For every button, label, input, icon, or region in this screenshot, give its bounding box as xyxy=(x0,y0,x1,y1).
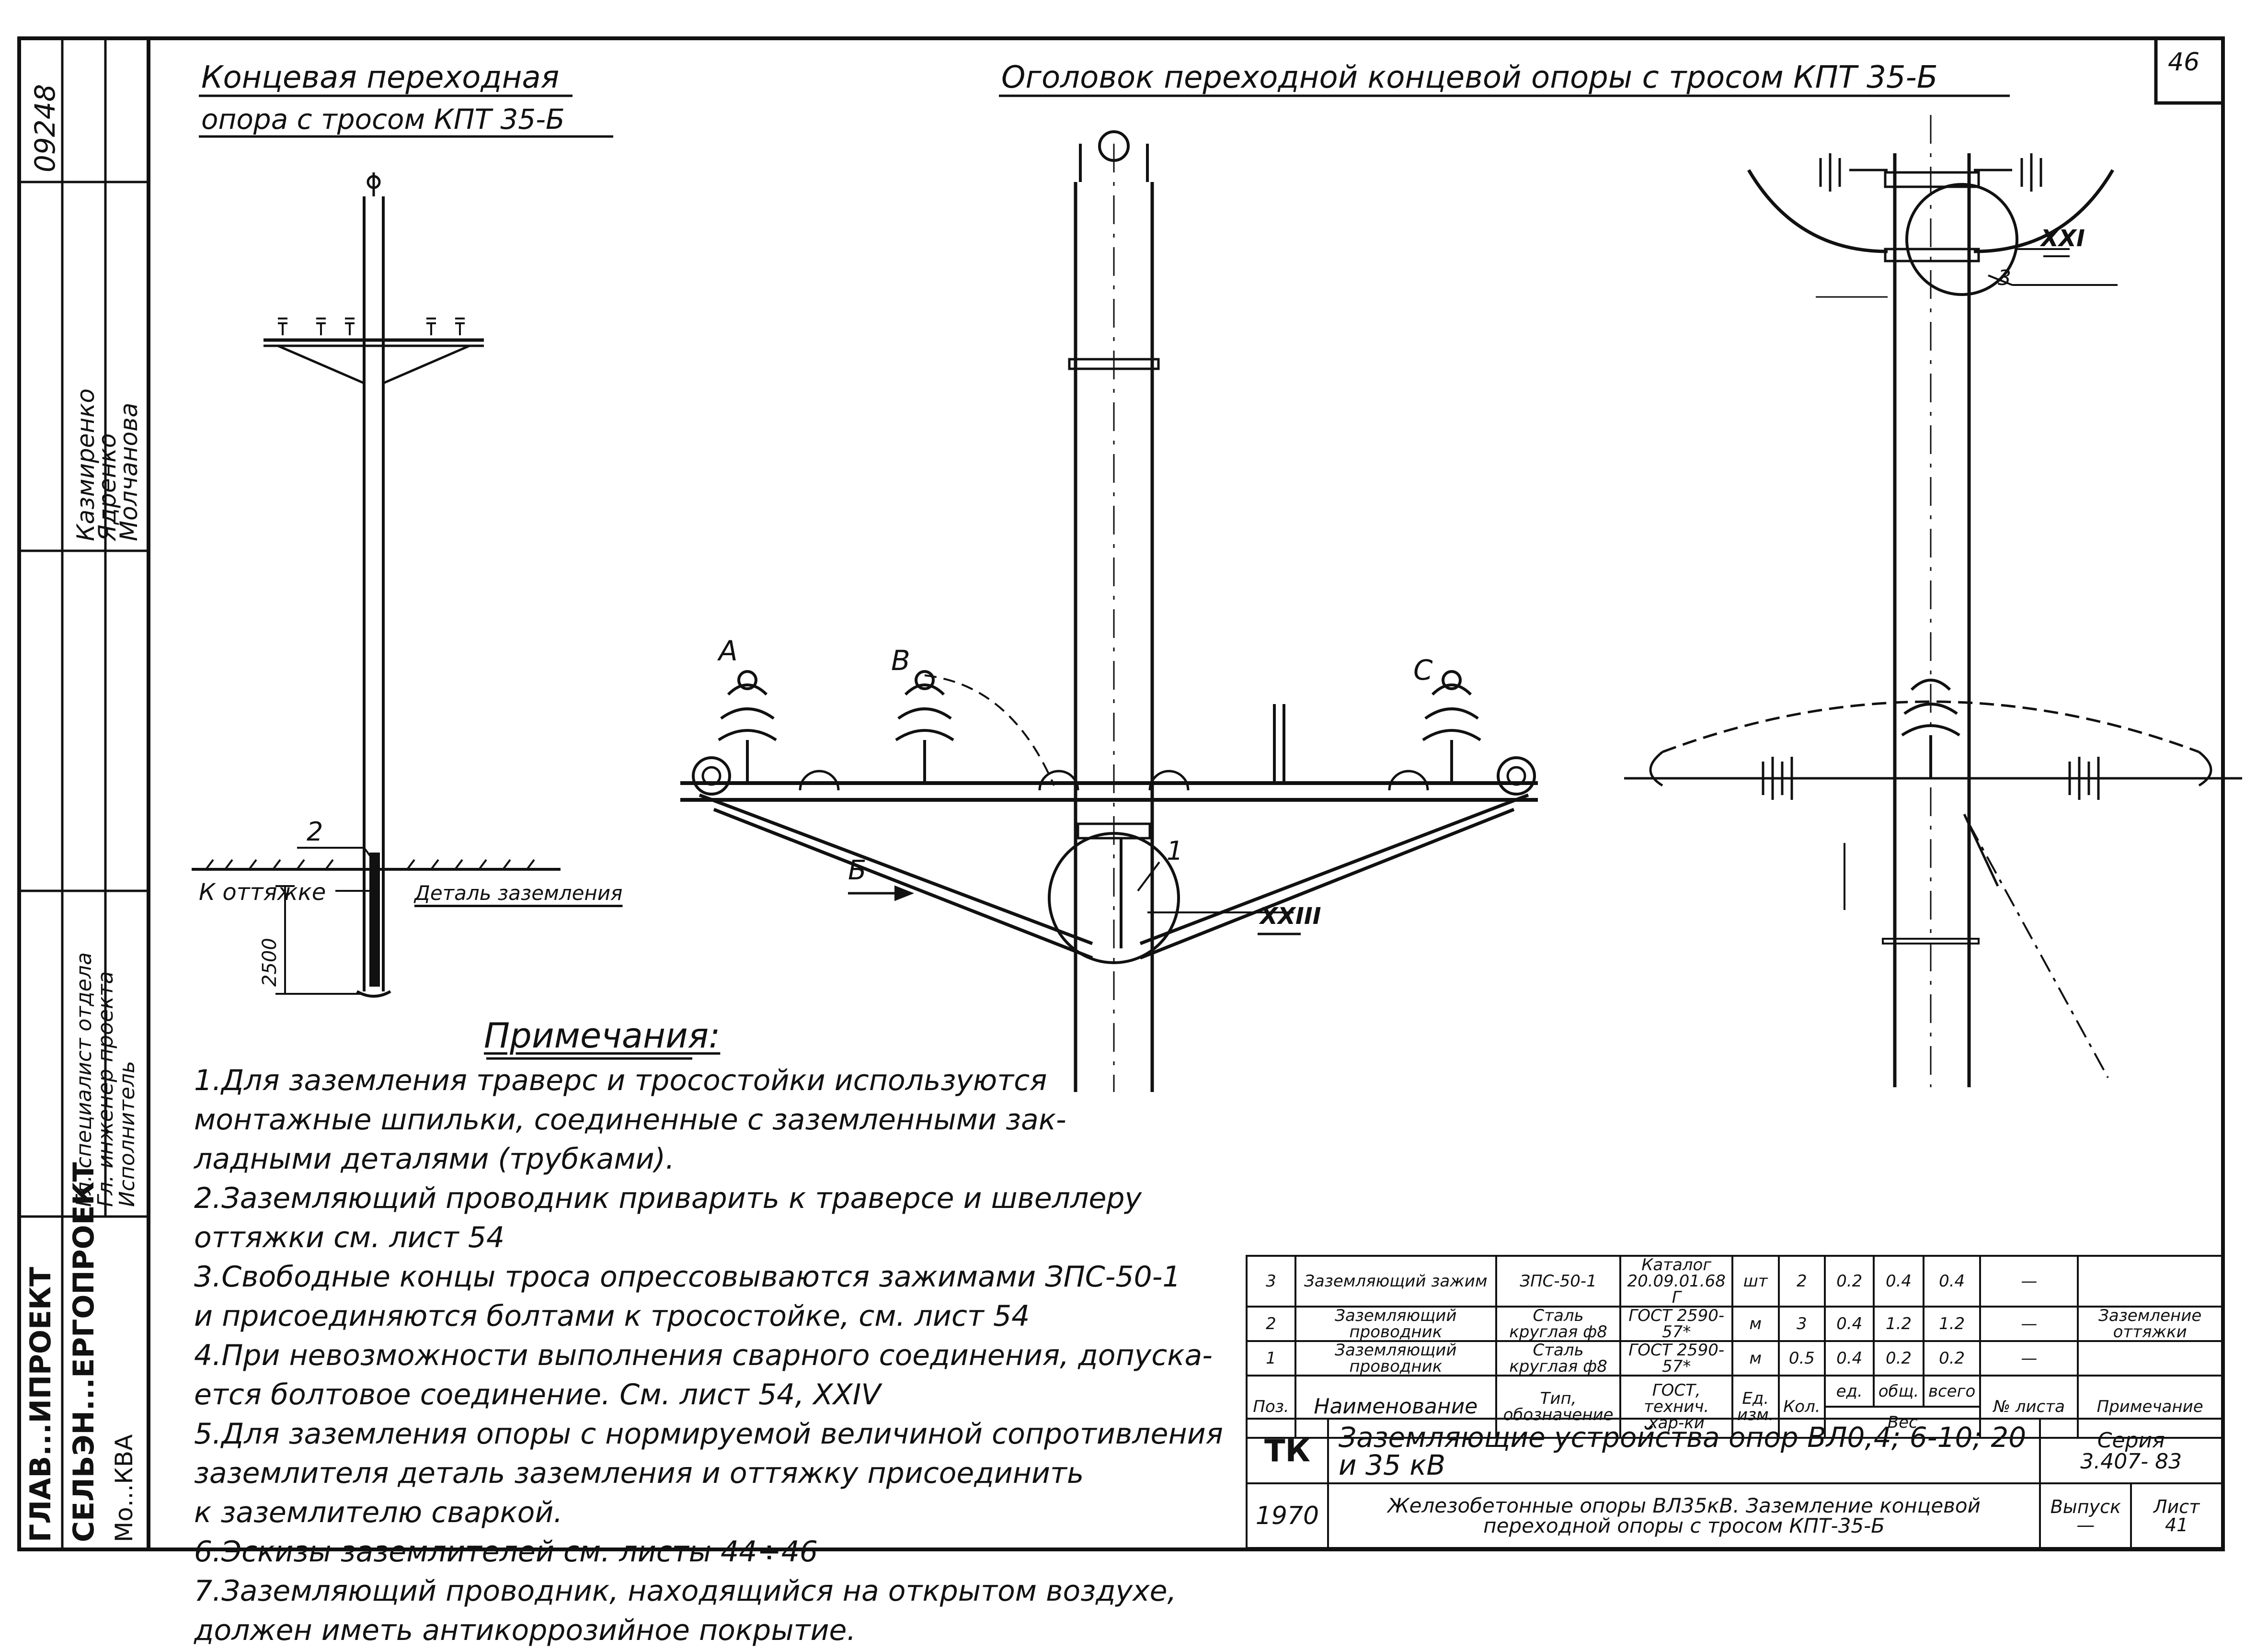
label-detal-zazemleniya: Деталь заземления xyxy=(414,881,623,905)
label-k-ottyazhke: К оттяжке xyxy=(199,879,326,906)
label-3: 3 xyxy=(1998,266,2011,290)
stamp-org-3: Мо...КВА xyxy=(110,1434,138,1542)
left-title-line2: опора с тросом КПТ 35-Б xyxy=(201,103,565,136)
dim-2500: 2500 xyxy=(259,938,281,987)
note-line: 2.Заземляющий проводник приварить к трав… xyxy=(194,1182,1142,1215)
note-line: оттяжки см. лист 54 xyxy=(194,1221,505,1254)
arrow-b-label: Б xyxy=(848,855,867,886)
note-line: монтажные шпильки, соединенные с заземле… xyxy=(194,1103,1066,1137)
corner-number-box xyxy=(2154,36,2225,105)
note-line: к заземлителю сваркой. xyxy=(194,1496,563,1529)
stamp-name-3: Молчанова xyxy=(115,402,143,541)
title-block-sheet: Лист 41 xyxy=(2130,1482,2223,1549)
title-block-subtitle: Железобетонные опоры ВЛ35кВ. Заземление … xyxy=(1327,1482,2041,1549)
note-line: 4.При невозможности выполнения сварного … xyxy=(194,1339,1213,1372)
note-line: должен иметь антикоррозийное покрытие. xyxy=(194,1614,856,1647)
note-line: 1.Для заземления траверс и тросостойки и… xyxy=(194,1064,1047,1097)
note-line: ладными деталями (трубками). xyxy=(194,1142,675,1176)
note-line: 5.Для заземления опоры с нормируемой вел… xyxy=(194,1417,1223,1451)
label-1: 1 xyxy=(1167,836,1183,866)
title-block-year: 1970 xyxy=(1246,1482,1329,1549)
label-2: 2 xyxy=(307,817,323,847)
title-block-tk: ТК xyxy=(1246,1418,1329,1484)
phase-b-label: В xyxy=(891,644,910,677)
stamp-code: 09248 xyxy=(29,84,61,172)
center-head-detail xyxy=(680,130,1538,1092)
note-line: 6.Эскизы заземлителей см. листы 44÷46 xyxy=(194,1535,818,1569)
node-xxi-label: XXI xyxy=(2041,225,2085,252)
left-pole-sketch xyxy=(192,172,561,998)
stamp-org-2: СЕЛЬЭН...ЕРГОПРОЕКТ xyxy=(67,1162,101,1542)
right-side-view xyxy=(1624,115,2242,1087)
title-block: ТК Заземляющие устройства опор ВЛ0,4; 6-… xyxy=(1246,1418,2223,1549)
notes-list: 1.Для заземления траверс и тросостойки и… xyxy=(194,1061,1223,1650)
title-block-series: Серия 3.407- 83 xyxy=(2039,1418,2223,1484)
title-block-title: Заземляющие устройства опор ВЛ0,4; 6-10;… xyxy=(1327,1418,2041,1484)
notes-heading: Примечания: xyxy=(484,1015,721,1056)
left-title-line1: Концевая переходная xyxy=(201,60,560,95)
sheet-corner-number: 46 xyxy=(2168,48,2200,77)
note-line: заземлителя деталь заземления и оттяжку … xyxy=(194,1457,1084,1490)
phase-c-label: С xyxy=(1413,654,1433,686)
note-line: 7.Заземляющий проводник, находящийся на … xyxy=(194,1574,1177,1608)
phase-a-label: А xyxy=(719,635,738,667)
spec-header-row: Поз. Наименование Тип, обозначение ГОСТ,… xyxy=(1246,1375,2223,1439)
stamp-org-1: ГЛАВ...ИПРОЕКТ xyxy=(24,1267,57,1542)
node-xxiii-label: XXIII xyxy=(1260,903,1321,930)
stamp-role-3: Исполнитель xyxy=(115,1060,139,1207)
note-line: и присоединяются болтами к тросостойке, … xyxy=(194,1299,1030,1333)
note-line: 3.Свободные концы троса опрессовываются … xyxy=(194,1260,1181,1294)
title-block-issue: Выпуск — xyxy=(2039,1482,2132,1549)
note-line: ется болтовое соединение. См. лист 54, X… xyxy=(194,1378,881,1411)
main-title: Оголовок переходной концевой опоры с тро… xyxy=(1001,60,1938,95)
left-stamp-box xyxy=(17,36,150,1551)
drawing-canvas xyxy=(17,36,2242,1551)
